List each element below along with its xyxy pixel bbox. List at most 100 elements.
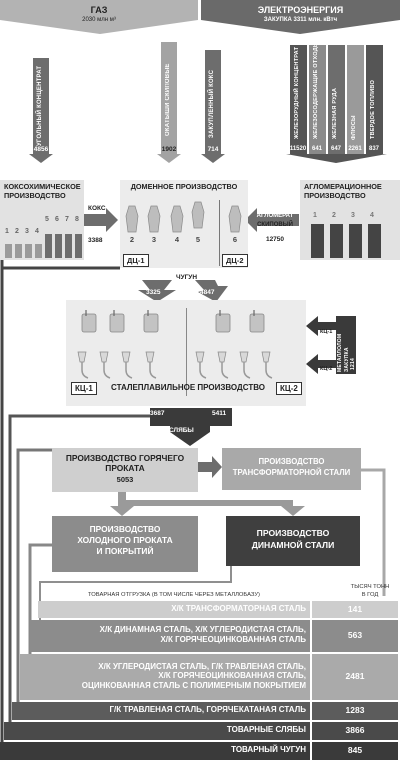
blast-furnace-icon xyxy=(147,205,161,233)
coke-battery xyxy=(45,234,52,258)
agglomeration-machine xyxy=(349,224,362,258)
iron-right-value: 4847 xyxy=(200,289,215,296)
coke-battery xyxy=(5,244,12,258)
blast-furnace-icon xyxy=(125,205,139,233)
coke-battery-number: 4 xyxy=(35,228,39,235)
flux-label: ФЛЮСЫ xyxy=(351,115,357,140)
cold-rolling-title-1: ПРОИЗВОДСТВО xyxy=(89,524,161,534)
iron-ore-concentrate-label: ЖЕЛЕЗОРУДНЫЙ КОНЦЕНТРАТ xyxy=(294,46,300,139)
shipment-row-value: 3866 xyxy=(345,725,365,735)
coke-battery-number: 1 xyxy=(5,228,9,235)
shipment-unit-2: В ГОД xyxy=(361,592,379,598)
blast-furnace-number: 3 xyxy=(151,235,157,244)
agglomeration-machine-number: 1 xyxy=(313,212,317,219)
dynamo-steel-box xyxy=(226,516,360,566)
shipment-row-value-cell xyxy=(312,601,398,618)
slabs-arrow xyxy=(150,408,232,446)
agglomeration-machine xyxy=(368,224,381,258)
to-dynamo-arrow xyxy=(281,506,305,516)
iron-ore-concentrate-value: 11520 xyxy=(289,146,307,152)
blast-furnace-number: 5 xyxy=(195,235,201,244)
slabs-left-value: 3687 xyxy=(150,410,165,417)
iron-waste-value: 641 xyxy=(311,146,322,152)
coke-battery-number: 5 xyxy=(45,216,49,223)
agglomerate-label-1: АГЛОМЕРАТ xyxy=(256,213,294,219)
dynamo-title-2: ДИНАМНОЙ СТАЛИ xyxy=(251,540,335,550)
shipment-row-label: Х/К УГЛЕРОДИСТАЯ СТАЛЬ, Г/К ТРАВЛЕНАЯ СТ… xyxy=(98,661,306,671)
blast-furnace-icon xyxy=(170,205,184,233)
coke-battery-number: 2 xyxy=(15,228,19,235)
shipment-row-value: 1283 xyxy=(345,705,365,715)
iron-label: ЧУГУН xyxy=(176,274,198,281)
shipment-row xyxy=(4,722,310,740)
shipment-unit-1: ТЫСЯЧ ТОНН xyxy=(350,584,390,590)
solid-fuel-value: 837 xyxy=(368,146,379,152)
coke-battery-number: 7 xyxy=(65,216,69,223)
agglomeration-machine xyxy=(330,224,343,258)
caster-strands xyxy=(81,362,273,379)
shipment-row-value-cell xyxy=(312,620,398,652)
shipment-row xyxy=(30,620,310,652)
shipment-row-label: ОЦИНКОВАННАЯ СТАЛЬ С ПОЛИМЕРНЫМ ПОКРЫТИЕ… xyxy=(81,680,306,690)
shipment-row-value: 845 xyxy=(347,745,363,755)
agglomerate-label-2: СКИПОВЫЙ xyxy=(257,222,293,228)
ladle-icons xyxy=(77,351,271,363)
hot-rolling-title-1: ПРОИЗВОДСТВО ГОРЯЧЕГО xyxy=(65,453,185,463)
kc1-scrap-label: КЦ-1 xyxy=(320,329,333,335)
dc2-tag: ДЦ-2 xyxy=(222,254,248,267)
slabs-right-value: 5411 xyxy=(212,410,227,417)
shipment-row-label: Х/К ГОРЯЧЕОЦИНКОВАННАЯ СТАЛЬ, xyxy=(158,671,306,681)
shipment-row-value-cell xyxy=(312,654,398,700)
shipment-row xyxy=(38,601,310,618)
agglomeration-machine-number: 4 xyxy=(370,212,374,219)
pellets-value: 1902 xyxy=(161,146,177,153)
iron-waste-label: ЖЕЛЕЗОСОДЕРЖАЩИЕ ОТХОДЫ xyxy=(313,41,319,139)
blast-furnace-title: ДОМЕННОЕ ПРОИЗВОДСТВО xyxy=(130,182,238,191)
electricity-purchase: ЗАКУПКА 3311 млн. кВтч xyxy=(263,17,338,23)
agglomerate-value: 12750 xyxy=(265,236,285,243)
kc2-tag: КЦ-2 xyxy=(276,382,302,395)
purchased-coke-label: ЗАКУПЛЕННЫЙ КОКС xyxy=(209,69,215,138)
kc1-tag: КЦ-1 xyxy=(71,382,97,395)
steel-divider xyxy=(186,308,187,396)
hot-rolling-box xyxy=(52,448,198,492)
coke-output-value: 3388 xyxy=(88,237,103,244)
agglomeration-title-2: ПРОИЗВОДСТВО xyxy=(304,191,366,200)
shipment-row xyxy=(12,702,310,720)
coke-battery xyxy=(35,244,42,258)
agglomerate-arrow xyxy=(245,208,257,232)
gas-banner xyxy=(0,0,198,34)
coke-battery xyxy=(15,244,22,258)
blast-furnace-number: 2 xyxy=(129,235,135,244)
shipment-row-value-cell xyxy=(312,722,398,740)
gas-title: ГАЗ xyxy=(90,5,108,15)
shipment-row-label: Г/К ТРАВЛЕНАЯ СТАЛЬ, ГОРЯЧЕКАТАНАЯ СТАЛЬ xyxy=(109,705,306,715)
steelmaking-title: СТАЛЕПЛАВИЛЬНОЕ ПРОИЗВОДСТВО xyxy=(111,383,265,392)
iron-left-arrow xyxy=(138,280,176,302)
dynamo-title-1: ПРОИЗВОДСТВО xyxy=(256,528,330,538)
coke-battery xyxy=(25,244,32,258)
blast-furnace-number: 6 xyxy=(232,235,238,244)
shipment-row xyxy=(0,742,310,760)
transformer-steel-box xyxy=(222,448,361,490)
iron-right-arrow xyxy=(195,280,228,302)
blast-furnace-number: 4 xyxy=(174,235,180,244)
shipment-row-value-cell xyxy=(312,742,398,760)
agglomeration-title-1: АГЛОМЕРАЦИОННОЕ xyxy=(304,182,382,191)
shipment-row-label: ТОВАРНЫЕ СЛЯБЫ xyxy=(226,725,306,735)
shipment-header: ТОВАРНАЯ ОТГРУЗКА (В ТОМ ЧИСЛЕ ЧЕРЕЗ МЕТ… xyxy=(88,592,260,598)
scrap-arrow-kc2 xyxy=(306,354,336,374)
coke-output-label: КОКС xyxy=(88,205,106,212)
coke-battery xyxy=(55,234,62,258)
cold-rolling-box xyxy=(52,516,198,572)
hot-rolling-value: 5053 xyxy=(116,475,134,484)
shipment-row-label: ТОВАРНЫЙ ЧУГУН xyxy=(231,745,306,755)
agglomeration-machine xyxy=(311,224,324,258)
coal-concentrate-value: 4856 xyxy=(33,146,49,153)
cold-rolling-title-3: И ПОКРЫТИЙ xyxy=(96,546,154,556)
scrap-label-1: МЕТАЛЛОЛОМ xyxy=(337,333,343,372)
iron-left-value: 3325 xyxy=(146,289,161,296)
coke-production-title-2: ПРОИЗВОДСТВО xyxy=(4,191,66,200)
